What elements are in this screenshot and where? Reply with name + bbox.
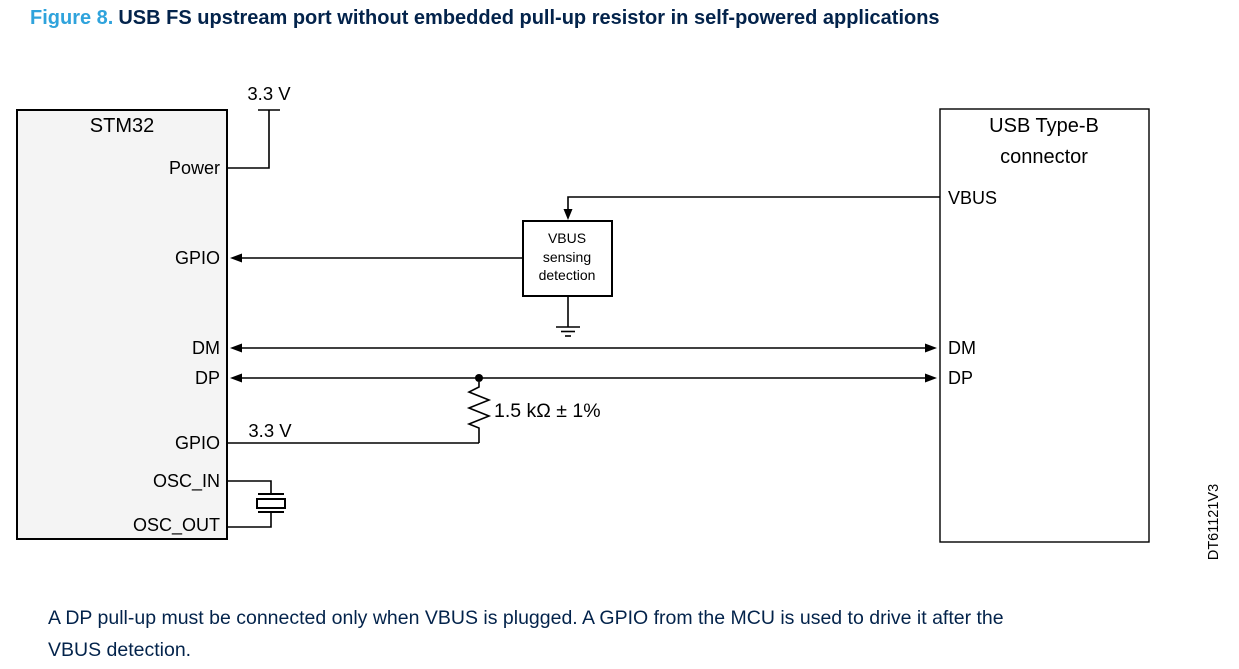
stm32-box xyxy=(16,109,228,540)
dp-junction-dot xyxy=(475,374,483,382)
stm32-pin-osc-in: OSC_IN xyxy=(153,471,220,492)
figure-note-line1: A DP pull-up must be connected only when… xyxy=(48,607,1004,629)
arrow-left-dp xyxy=(230,373,242,383)
usb-pin-dm: DM xyxy=(948,338,976,358)
usb-connector-title-line2: connector xyxy=(1000,146,1088,168)
osc-in-wire xyxy=(227,480,272,494)
power-wire xyxy=(227,110,270,169)
power-supply-trace: 3.3 V xyxy=(227,83,291,169)
stm32-pin-dm: DM xyxy=(192,338,220,358)
crystal-oscillator xyxy=(227,480,286,528)
stm32-pin-gpio-pullup: GPIO xyxy=(175,433,220,453)
figure-number: Figure 8. xyxy=(30,7,114,29)
pullup-resistor: 1.5 kΩ ± 1% 3.3 V xyxy=(227,382,601,444)
figure-caption: USB FS upstream port without embedded pu… xyxy=(118,7,940,29)
arrow-left-dm xyxy=(230,343,242,353)
arrow-right-dm xyxy=(925,343,937,353)
supply-pullup-label: 3.3 V xyxy=(248,420,292,441)
vbus-wire xyxy=(563,196,940,220)
usb-connector-title-line1: USB Type-B xyxy=(989,115,1099,137)
vbus-sensing-line1: VBUS xyxy=(548,230,586,246)
figure-title: Figure 8.USB FS upstream port without em… xyxy=(30,7,940,30)
usb-pin-vbus: VBUS xyxy=(948,188,997,208)
document-watermark: DT61121V3 xyxy=(1206,484,1222,560)
stm32-title: STM32 xyxy=(90,115,154,137)
osc-out-wire xyxy=(227,512,272,528)
crystal-body xyxy=(256,498,286,509)
arrow-down-into-sensing xyxy=(563,209,573,220)
gpio-sense-wire xyxy=(230,253,523,263)
dp-wire xyxy=(230,373,937,383)
stm32-pin-gpio-sense: GPIO xyxy=(175,248,220,268)
stm32-block: STM32 Power GPIO DM DP GPIO OSC_IN OSC_O… xyxy=(16,109,228,540)
vbus-wire-path xyxy=(567,196,940,209)
vbus-sensing-box xyxy=(522,220,613,297)
resistor-value-label: 1.5 kΩ ± 1% xyxy=(494,400,601,422)
vbus-sensing-line3: detection xyxy=(539,267,596,283)
dm-wire xyxy=(230,343,937,353)
supply-power-label: 3.3 V xyxy=(247,83,291,104)
stm32-pin-dp: DP xyxy=(195,368,220,388)
arrow-right-dp xyxy=(925,373,937,383)
usb-connector-block: USB Type-B connector VBUS DM DP xyxy=(939,108,1150,543)
vbus-sensing-line2: sensing xyxy=(543,249,591,265)
figure-note: A DP pull-up must be connected only when… xyxy=(48,602,1004,666)
stm32-pin-power: Power xyxy=(169,158,220,178)
resistor-zigzag xyxy=(466,382,492,443)
usb-pin-dp: DP xyxy=(948,368,973,388)
usb-connector-box xyxy=(939,108,1150,543)
ground-symbol xyxy=(556,296,580,337)
figure-note-line2: VBUS detection. xyxy=(48,639,192,661)
stm32-pin-osc-out: OSC_OUT xyxy=(133,515,220,536)
vbus-sensing-block: VBUS sensing detection xyxy=(522,220,613,297)
arrow-left-into-gpio xyxy=(230,253,242,263)
